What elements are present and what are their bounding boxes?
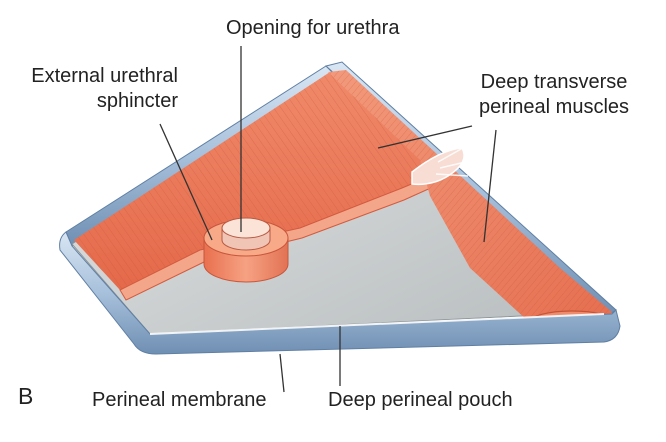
label-perineal-membrane: Perineal membrane — [92, 389, 267, 411]
label-transverse-line1: Deep transverse — [480, 71, 628, 93]
panel-letter: B — [18, 383, 34, 409]
leader-transverse-b — [483, 129, 497, 243]
leader-membrane — [279, 353, 285, 393]
membrane-front-edge — [59, 231, 621, 355]
leader-transverse-a — [377, 125, 473, 149]
label-transverse-line2: perineal muscles — [478, 96, 630, 118]
label-sphincter-line1: External urethral — [31, 65, 178, 87]
central-tendon — [411, 147, 465, 186]
label-external-urethral-sphincter: External urethral sphincter — [12, 64, 178, 114]
label-deep-transverse-perineal-muscles: Deep transverse perineal muscles — [468, 70, 640, 120]
label-sphincter-line2: sphincter — [96, 90, 178, 112]
leader-sphincter — [159, 123, 213, 241]
leader-lines — [159, 46, 497, 393]
label-deep-perineal-pouch: Deep perineal pouch — [328, 389, 513, 411]
label-opening-for-urethra: Opening for urethra — [226, 17, 400, 39]
